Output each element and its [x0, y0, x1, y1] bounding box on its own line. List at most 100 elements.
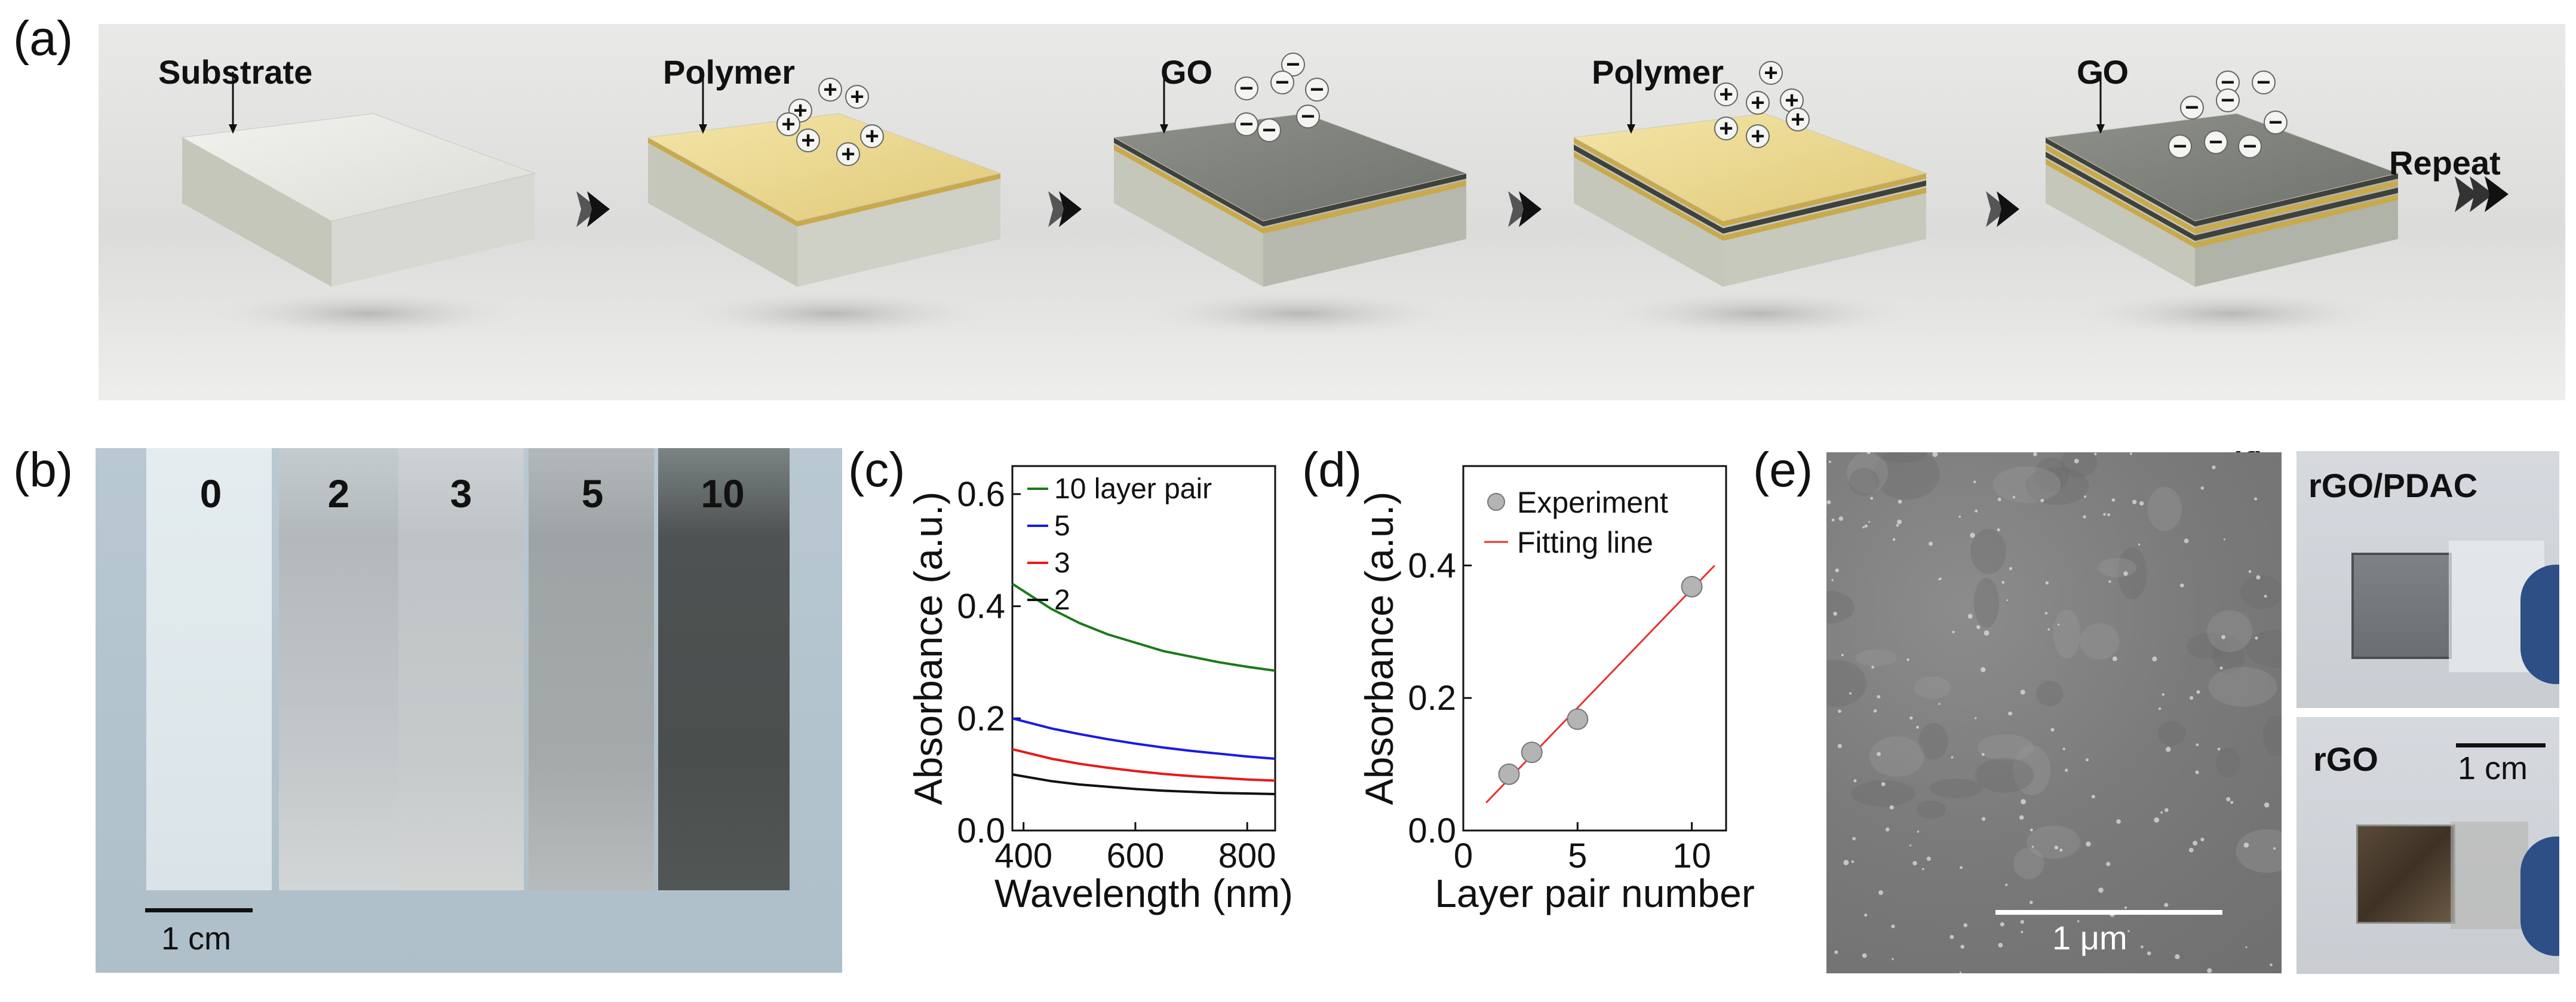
plus-charge-circle [1759, 61, 1783, 85]
sem-speck [1976, 625, 1981, 629]
slab-front-face-1 [797, 173, 1000, 287]
minus-charge-symbol: − [2221, 87, 2234, 114]
slab-top-face-1 [647, 113, 1002, 222]
slab-1: +++++++ [647, 72, 1002, 338]
slab-stripe-front-3-2 [1723, 173, 1926, 226]
plus-charge-1-3: + [776, 111, 800, 137]
sem-speck [2045, 581, 2049, 585]
chart-c-xtick-label-2: 800 [1218, 836, 1276, 875]
panel-label-e: (e) [1753, 443, 1813, 497]
sem-speck [2091, 795, 2095, 799]
minus-charge-2-5: − [1257, 117, 1281, 143]
stage-label-go-1: GO [1160, 53, 1213, 91]
sem-speck [1849, 692, 1852, 695]
sem-speck [2164, 808, 2169, 813]
sem-speck [2154, 817, 2160, 823]
plus-charge-3-2: + [1746, 90, 1770, 116]
sem-speck [1975, 717, 1977, 719]
minus-charge-4-5: − [2204, 129, 2228, 155]
sem-speck [1909, 844, 1912, 847]
slab-top-face-0 [181, 113, 536, 222]
minus-charge-circle [2204, 130, 2228, 154]
rgo-sample [2356, 825, 2455, 924]
sem-speck [1938, 703, 1941, 705]
minus-charge-symbol: − [1286, 51, 1300, 78]
repeat-arrow-0 [2455, 176, 2479, 212]
plus-charge-circle [1714, 82, 1738, 106]
plus-charge-symbol: + [1791, 106, 1804, 133]
sem-grain [1918, 723, 1948, 760]
minus-charge-2-6: − [1296, 103, 1320, 130]
layer-by-layer-schematic: +++++++−−−−−−−+++++++−−−−−−−− [181, 51, 2509, 338]
transition-arrow-shadow-3 [1986, 191, 2009, 227]
scale-bar-f-label: 1 cm [2458, 750, 2528, 786]
minus-charge-symbol: − [1239, 75, 1253, 102]
sem-grain [2245, 629, 2282, 668]
sem-grain [1970, 529, 2006, 574]
sem-speck [2083, 515, 2086, 519]
transition-arrow-shadow-1 [1048, 191, 1071, 227]
label-pointer-head-2 [1160, 124, 1168, 134]
sem-speck [1877, 752, 1881, 756]
transition-arrow-shadow-0 [576, 191, 599, 227]
plus-charge-symbol: + [841, 141, 855, 167]
chart-d-xlabel: Layer pair number [1435, 871, 1755, 915]
chart-d-point-1 [1521, 741, 1543, 764]
sem-speck [1835, 568, 1839, 572]
minus-charge-2-3: − [1305, 76, 1329, 103]
plus-charge-3-1: + [1714, 81, 1738, 108]
sem-speck [2190, 695, 2194, 700]
sem-speck [1998, 942, 2003, 948]
sem-speck [2001, 581, 2005, 584]
plus-charge-symbol: + [850, 84, 864, 110]
plus-charge-symbol: + [865, 123, 879, 149]
tape-bottom [2451, 822, 2528, 929]
chart-c-series-line-1 [1012, 717, 1276, 760]
plus-charge-circle [818, 78, 842, 102]
sem-speck [1997, 497, 2001, 501]
stage-label-polymer-1: Polymer [663, 53, 795, 91]
sem-speck [2106, 862, 2111, 866]
sem-speck [2270, 963, 2273, 967]
plus-charge-circle [836, 142, 860, 166]
minus-charge-circle [2252, 71, 2276, 94]
sem-grain [2147, 486, 2182, 531]
sem-speck [2230, 801, 2234, 804]
sem-speck [1891, 924, 1895, 929]
sem-grain [2157, 721, 2186, 746]
slab-stripe-left-3-2 [1574, 137, 1723, 226]
sem-grain [2216, 747, 2240, 778]
chart-c-xtick-label-1: 600 [1107, 836, 1165, 875]
sem-speck [2009, 566, 2013, 571]
sem-speck [2160, 811, 2163, 814]
sem-speck [1838, 516, 1844, 521]
panel-a-schematic: +++++++−−−−−−−+++++++−−−−−−−− Substrate … [99, 24, 2565, 400]
sem-speck [2212, 465, 2216, 470]
sem-speck [2054, 845, 2059, 850]
minus-charge-circle [2180, 96, 2204, 119]
chart-d-xtick-label-0: 0 [1454, 836, 1473, 875]
slab-stripe-left-2-1 [1114, 137, 1263, 226]
sem-grain [2212, 635, 2246, 674]
photo-rgo: rGO 1 cm [2296, 717, 2559, 974]
sem-grain [2053, 609, 2081, 658]
slab-stripe-front-4-0 [2195, 195, 2398, 248]
sem-grain [1873, 452, 1940, 500]
sem-grain [1826, 590, 1855, 624]
chart-c-ytick-label-0: 0.0 [957, 811, 1005, 850]
plus-charge-circle [1746, 91, 1770, 115]
sem-speck [2254, 497, 2258, 501]
sem-speck [2166, 746, 2171, 752]
sem-grain [1851, 780, 1916, 807]
slab-stripe-front-3-1 [1723, 180, 1926, 234]
sem-speck [1981, 667, 1986, 672]
sem-speck [2008, 711, 2012, 716]
chart-d-xtick-label-2: 10 [1672, 836, 1711, 875]
sem-speck [1871, 666, 1875, 669]
strip-10 [658, 448, 790, 890]
slab-stripe-left-4-2 [2046, 145, 2195, 234]
plus-charge-1-2: + [845, 84, 869, 110]
minus-charge-4-6: − [2238, 133, 2262, 160]
sem-speck [2147, 951, 2151, 955]
slab-shadow-4 [2075, 290, 2386, 338]
